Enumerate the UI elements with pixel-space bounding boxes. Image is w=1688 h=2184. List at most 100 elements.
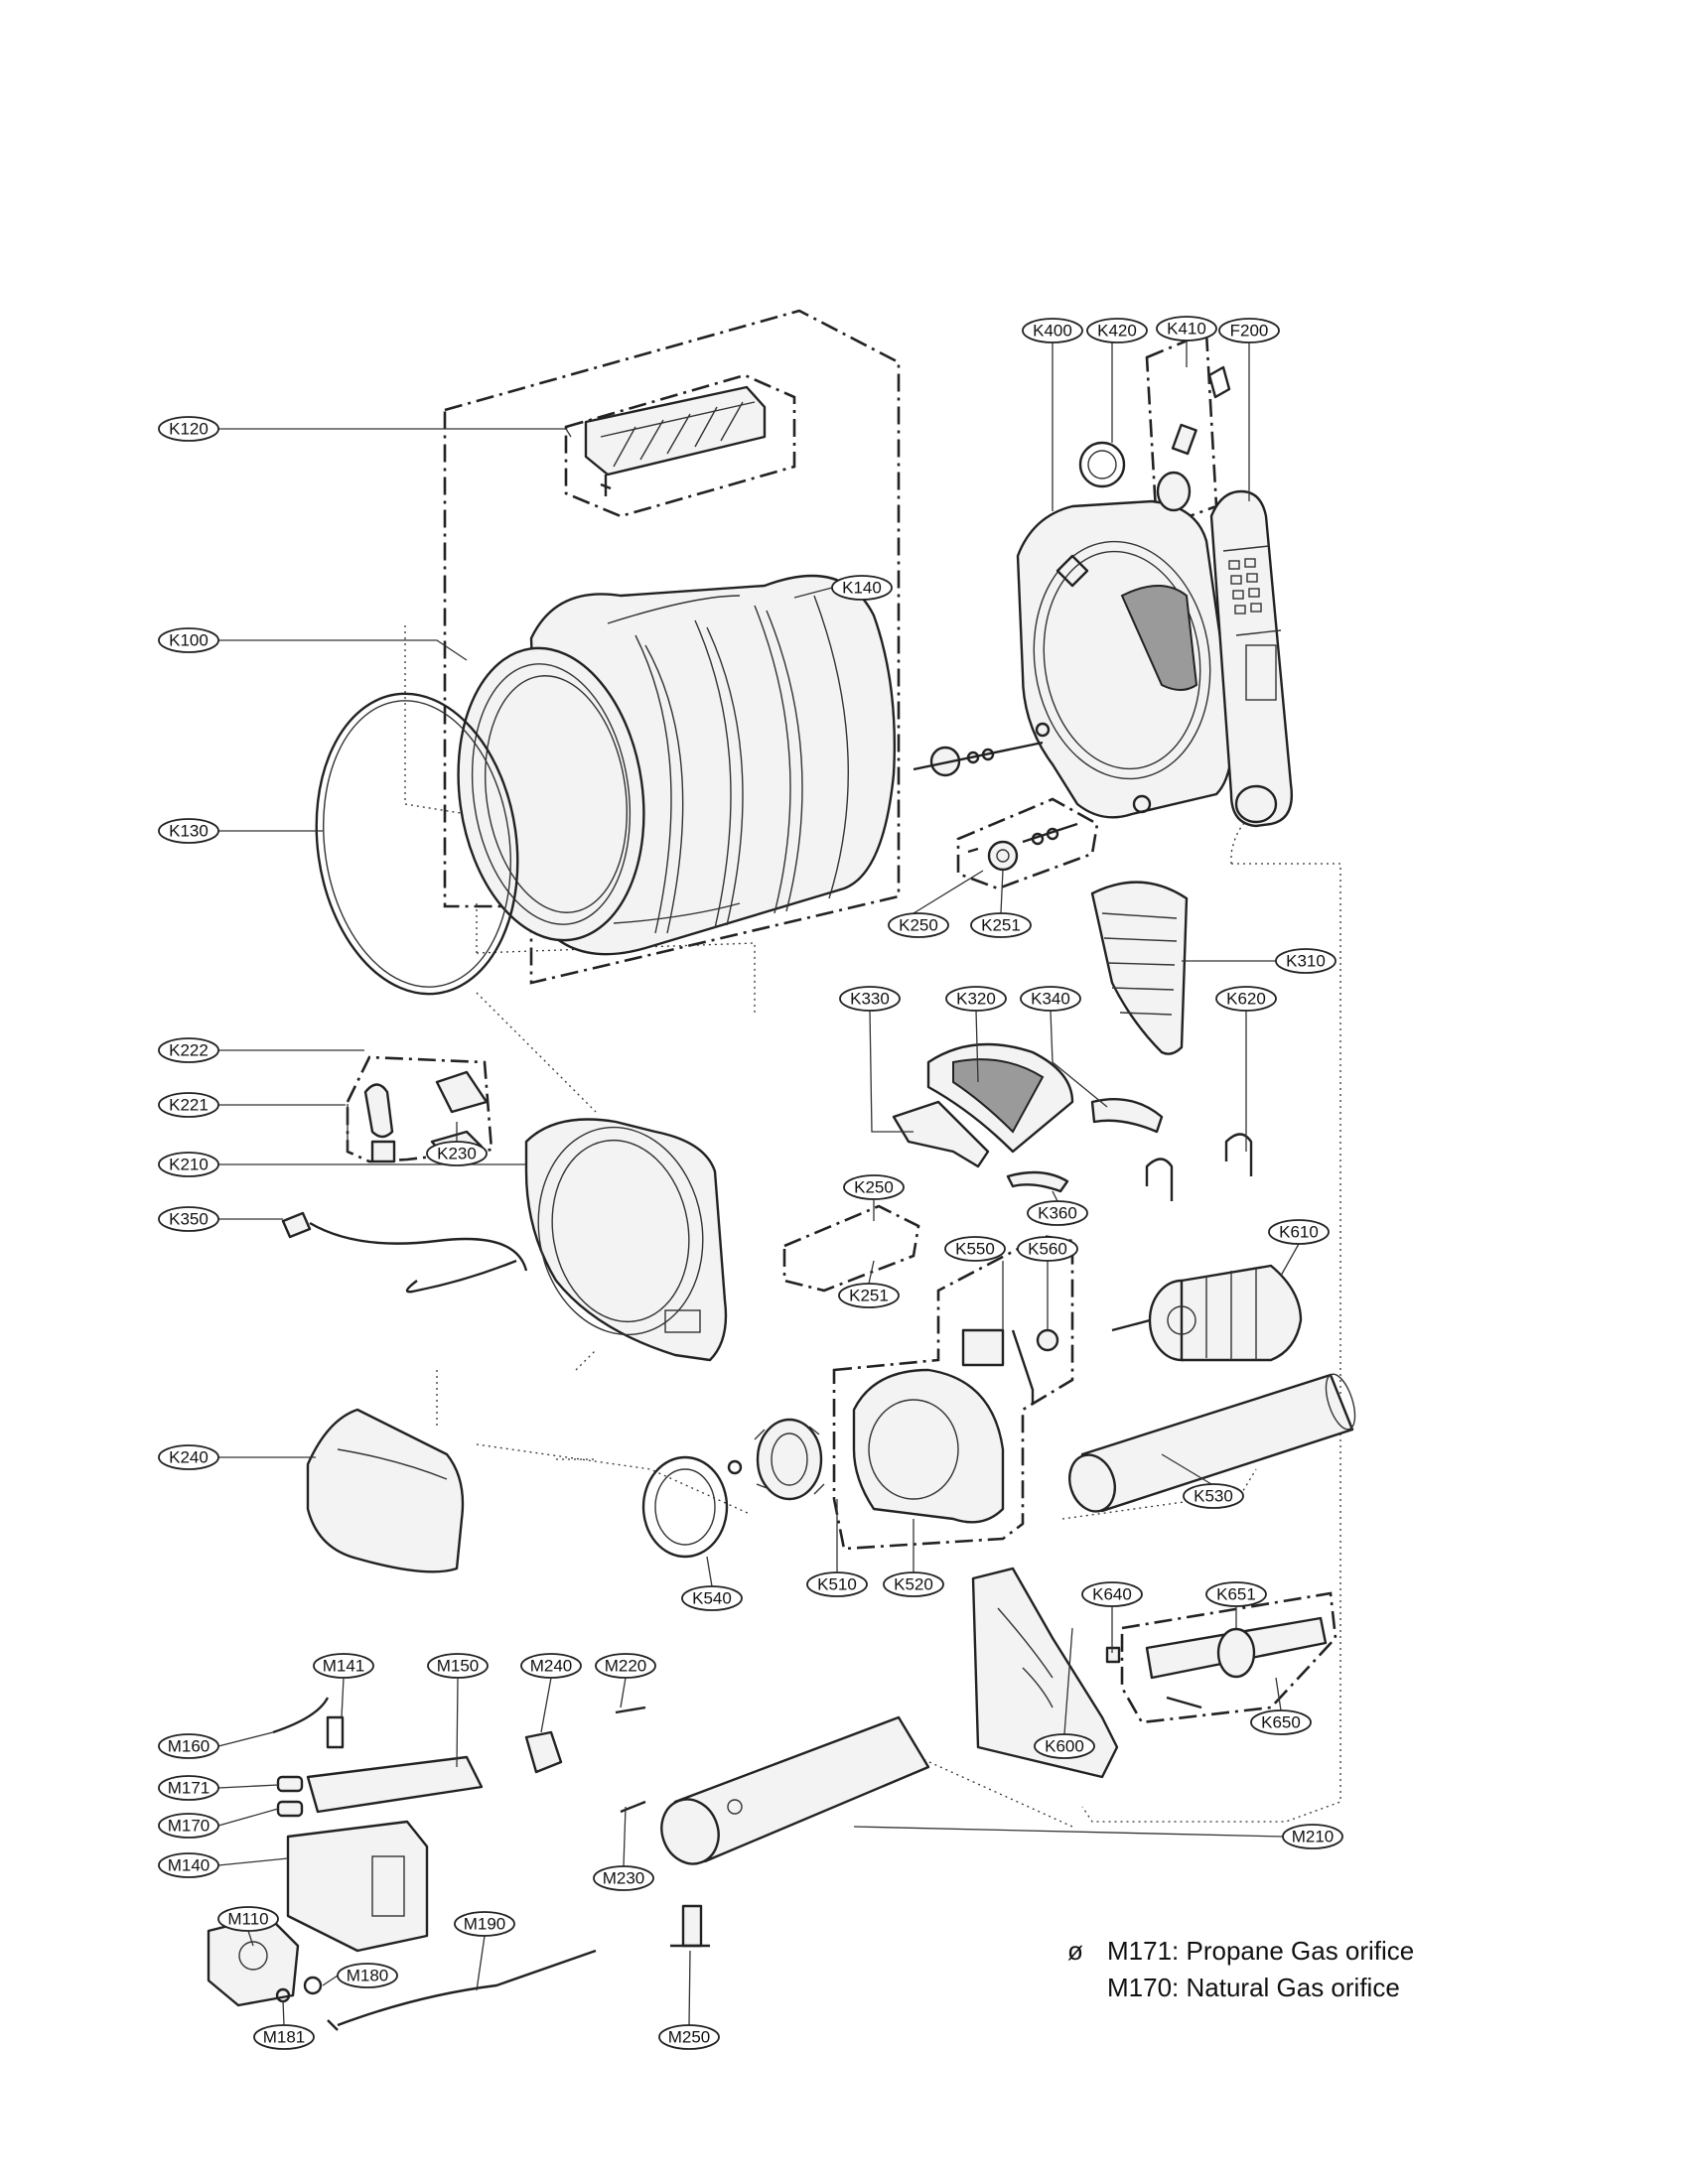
callout-label: K560: [1028, 1240, 1067, 1259]
callout-K210: K210: [158, 1152, 219, 1177]
callout-label: K640: [1092, 1585, 1132, 1604]
callout-label: K120: [169, 420, 209, 439]
callout-K420: K420: [1086, 318, 1148, 343]
orifice-notes: ø M171: Propane Gas orifice M170: Natural…: [1067, 1933, 1623, 2006]
sensor-lamp: [1156, 365, 1231, 512]
callout-K360: K360: [1027, 1200, 1088, 1226]
callout-label: K240: [169, 1448, 209, 1467]
callout-label: K210: [169, 1156, 209, 1174]
callout-M140: M140: [158, 1852, 219, 1878]
control-plate: [1209, 489, 1293, 828]
callout-label: M141: [323, 1657, 365, 1676]
drum-assembly-outline: [443, 309, 901, 985]
callout-label: M171: [168, 1779, 211, 1798]
drum: [457, 574, 897, 956]
callout-label: K140: [842, 579, 882, 598]
callout-label: K250: [899, 916, 938, 935]
callout-M250: M250: [658, 2024, 720, 2050]
callout-M190: M190: [454, 1911, 515, 1937]
note-symbol: ø: [1067, 1936, 1083, 1966]
callout-label: M181: [263, 2028, 306, 2047]
drive-belt-inner: [323, 700, 511, 988]
callout-label: K130: [169, 822, 209, 841]
lint-filter: [1090, 881, 1189, 1055]
callout-label: K410: [1167, 320, 1206, 339]
callout-label: K650: [1261, 1713, 1301, 1732]
callout-label: M210: [1292, 1828, 1335, 1846]
note-text: M171: Propane Gas orifice: [1107, 1936, 1415, 1966]
callout-M240: M240: [520, 1653, 582, 1679]
blower-housing: [852, 1368, 1005, 1524]
callout-K100: K100: [158, 627, 219, 653]
callout-K130: K130: [158, 818, 219, 844]
idler-pulley: [1105, 1616, 1328, 1709]
callout-K560: K560: [1017, 1236, 1078, 1262]
callout-K530: K530: [1183, 1483, 1244, 1509]
callout-label: K530: [1194, 1487, 1233, 1506]
callout-K640: K640: [1081, 1581, 1143, 1607]
idler-group-outline: [1120, 1591, 1337, 1724]
front-duct: [306, 1408, 465, 1573]
callout-K600: K600: [1034, 1733, 1095, 1759]
callout-F200: F200: [1218, 318, 1280, 343]
rear-bulkhead: [1016, 499, 1234, 819]
callout-label: K230: [437, 1145, 477, 1163]
callout-M141: M141: [313, 1653, 374, 1679]
motor-clips: [1145, 1133, 1253, 1201]
note-text: M170: Natural Gas orifice: [1107, 1973, 1400, 2002]
callout-K620: K620: [1215, 986, 1277, 1012]
callout-K610: K610: [1268, 1219, 1330, 1245]
lifter-group-outline: [564, 373, 796, 518]
callout-label: M250: [668, 2028, 711, 2047]
callout-K400: K400: [1022, 318, 1083, 343]
callout-label: K310: [1286, 952, 1326, 971]
wire-harness: [281, 1211, 528, 1294]
callout-M171: M171: [158, 1775, 219, 1801]
callout-label: K350: [169, 1210, 209, 1229]
callout-label: K651: [1216, 1585, 1256, 1604]
callout-label: K550: [955, 1240, 995, 1259]
note-line-natural: M170: Natural Gas orifice: [1067, 1970, 1623, 2006]
duct-parts: [892, 1042, 1164, 1193]
callout-K651: K651: [1205, 1581, 1267, 1607]
door-sensor: [1078, 441, 1126, 488]
roller-front-outline: [956, 797, 1099, 890]
callout-M181: M181: [253, 2024, 315, 2050]
callout-label: M110: [227, 1910, 268, 1929]
callout-label: K100: [169, 631, 209, 650]
leader-lines: [217, 342, 1300, 2026]
callout-K350: K350: [158, 1206, 219, 1232]
drive-belt: [315, 692, 519, 996]
callout-K251-lower: K251: [838, 1283, 900, 1308]
callout-M150: M150: [427, 1653, 489, 1679]
callout-label: M150: [437, 1657, 480, 1676]
callout-label: K221: [169, 1096, 209, 1115]
callout-label: K222: [169, 1041, 209, 1060]
callout-K250-lower: K250: [843, 1174, 905, 1200]
callout-M230: M230: [593, 1865, 654, 1891]
callout-label: K340: [1031, 990, 1070, 1009]
callout-M160: M160: [158, 1733, 219, 1759]
callout-M170: M170: [158, 1813, 219, 1839]
callout-label: K251: [849, 1287, 889, 1305]
callout-K251-upper: K251: [970, 912, 1032, 938]
gas-valve-parts: [207, 1697, 597, 2031]
callout-K330: K330: [839, 986, 901, 1012]
roller-rear-outline: [782, 1204, 920, 1293]
callout-K410: K410: [1156, 316, 1217, 341]
callout-label: M190: [464, 1915, 506, 1934]
callout-K340: K340: [1020, 986, 1081, 1012]
thermostats: [961, 1328, 1059, 1405]
callout-K310: K310: [1275, 948, 1336, 974]
callout-label: K250: [854, 1178, 894, 1197]
callout-M180: M180: [337, 1963, 398, 1988]
callout-label: M180: [347, 1967, 389, 1985]
callout-M220: M220: [595, 1653, 656, 1679]
callout-label: M220: [605, 1657, 647, 1676]
callout-K510: K510: [806, 1571, 868, 1597]
callout-label: K620: [1226, 990, 1266, 1009]
callout-label: M140: [168, 1856, 211, 1875]
callout-label: K510: [817, 1575, 857, 1594]
callout-K140: K140: [831, 575, 893, 601]
